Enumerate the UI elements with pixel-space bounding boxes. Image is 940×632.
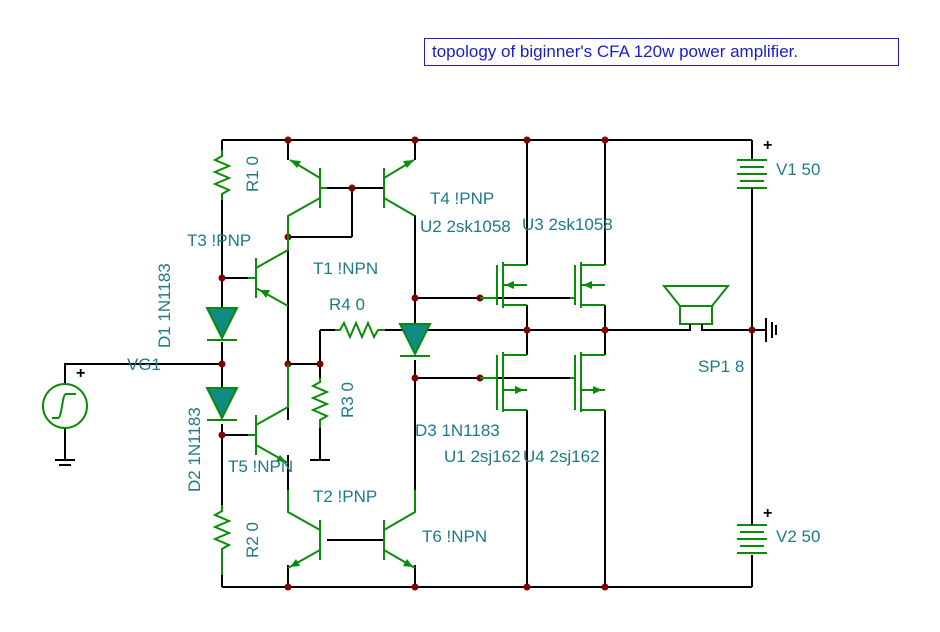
diode-d2 <box>205 384 239 421</box>
transistor-t5 <box>248 364 289 464</box>
speaker-sp1 <box>660 285 731 331</box>
label-r4: R4 0 <box>329 295 365 314</box>
battery-v2 <box>737 520 767 554</box>
resistor-r1 <box>212 150 232 200</box>
transistor-t4 <box>383 159 416 217</box>
label-t4: T4 !PNP <box>430 189 494 208</box>
label-t1: T1 !NPN <box>313 259 378 278</box>
diode-d1 <box>205 300 239 341</box>
label-u4: U4 2sj162 <box>523 447 600 466</box>
diagram-title: topology of biginner's CFA 120w power am… <box>424 38 899 66</box>
label-u3: U3 2sk1058 <box>522 215 613 234</box>
transistor-t1 <box>287 159 327 237</box>
label-t3: T3 !PNP <box>187 231 251 250</box>
label-t6: T6 !NPN <box>422 527 487 546</box>
label-r2: R2 0 <box>243 522 262 558</box>
label-u1: U1 2sj162 <box>444 447 521 466</box>
mosfet-u3 <box>570 262 605 308</box>
label-r1: R1 0 <box>243 156 262 192</box>
wires <box>55 139 773 588</box>
label-d3: D3 1N1183 <box>415 421 500 440</box>
mosfet-u2 <box>480 262 527 308</box>
label-sp1: SP1 8 <box>698 357 744 376</box>
plus-sign-v1: + <box>763 137 772 154</box>
plus-sign-v2: + <box>763 505 772 522</box>
label-v1: V1 50 <box>776 160 820 179</box>
plus-sign-vg1: + <box>76 365 85 382</box>
transistor-t6 <box>383 490 416 569</box>
transistor-t3 <box>248 237 289 307</box>
junction-dots <box>218 136 756 591</box>
label-r3: R3 0 <box>338 382 357 418</box>
signal-source-vg1 <box>42 383 88 429</box>
mosfet-u4 <box>570 352 605 412</box>
label-d1: D1 1N1183 <box>155 263 174 348</box>
resistor-r3 <box>310 378 330 428</box>
resistor-r2 <box>212 505 232 575</box>
label-v2: V2 50 <box>776 527 820 546</box>
label-d2: D2 1N1183 <box>185 407 204 492</box>
label-t5: T5 !NPN <box>228 457 293 476</box>
mosfet-u1 <box>480 352 527 412</box>
battery-v1 <box>737 159 767 190</box>
label-vg1: VG1 <box>127 355 161 374</box>
label-t2: T2 !PNP <box>313 487 377 506</box>
transistor-t2 <box>287 490 321 569</box>
label-u2: U2 2sk1058 <box>420 217 511 236</box>
resistor-r4 <box>335 320 385 340</box>
diode-d3 <box>398 320 432 357</box>
